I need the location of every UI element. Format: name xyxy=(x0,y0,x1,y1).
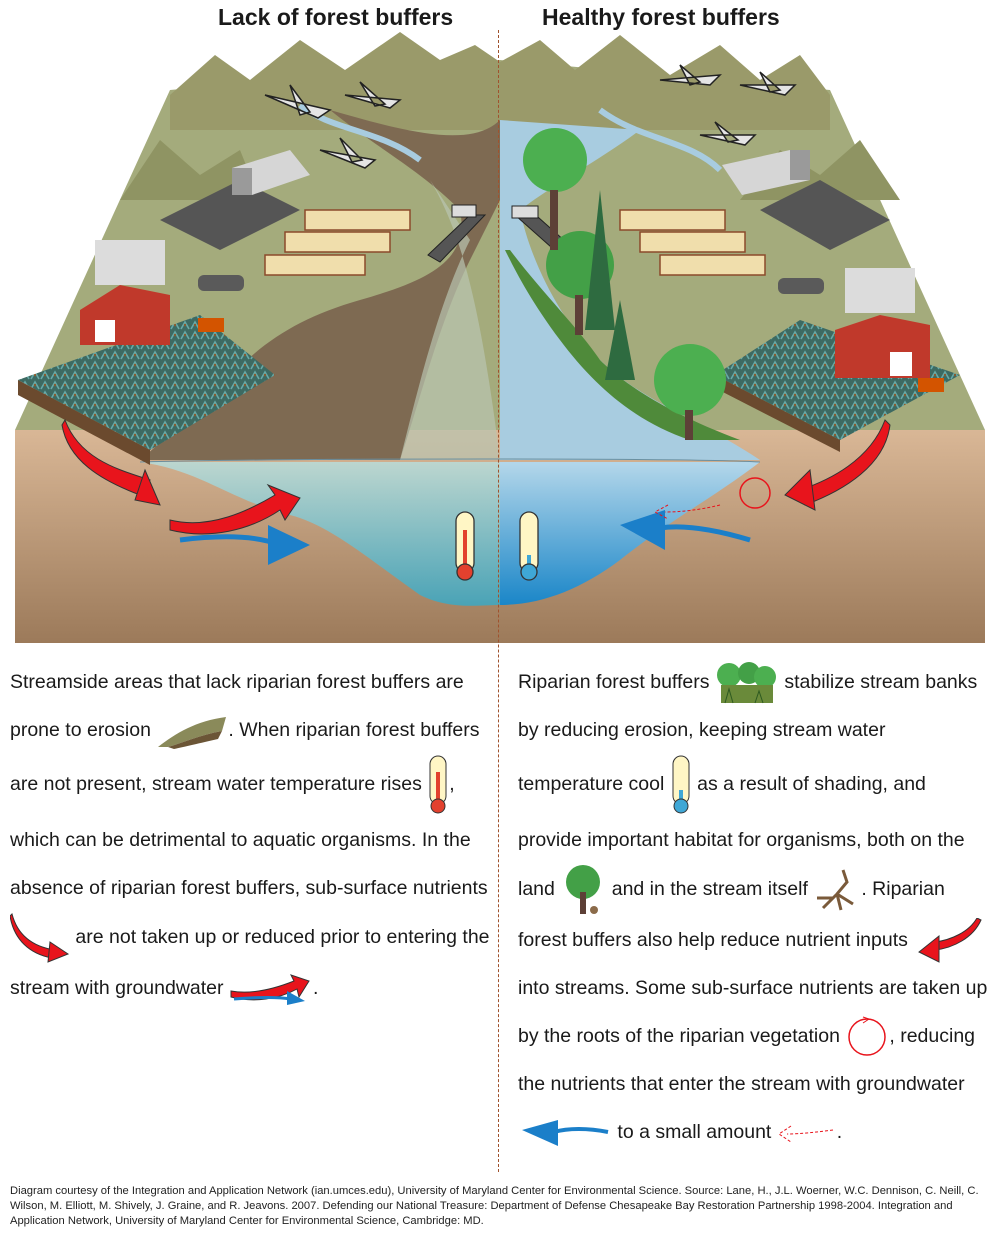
thermometer-cool xyxy=(519,511,539,581)
tank-right xyxy=(778,278,824,294)
nutrient-uptake-icon xyxy=(845,1015,889,1059)
tree-habitat-icon xyxy=(560,864,606,916)
riparian-forest xyxy=(505,128,740,440)
groundwater-arrow-icon xyxy=(229,973,313,1005)
root-habitat-icon xyxy=(813,868,861,912)
left-text-4: are not taken up or reduced prior to ent… xyxy=(10,926,490,999)
nutrient-arrow-right xyxy=(784,419,891,511)
small-nutrient-arrow xyxy=(653,504,721,520)
tractor-left xyxy=(198,318,224,332)
center-divider xyxy=(498,30,499,1172)
tractor-right xyxy=(918,378,944,392)
tank-left xyxy=(198,275,244,291)
right-text-9: . xyxy=(836,1121,843,1143)
nutrient-uptake-cycle xyxy=(739,477,771,509)
heading-healthy-buffers: Healthy forest buffers xyxy=(542,4,780,30)
barn-right xyxy=(835,268,930,378)
left-explanation: Streamside areas that lack riparian fore… xyxy=(10,658,495,1012)
crop-field-right xyxy=(715,320,960,452)
right-explanation: Riparian forest buffers stabilize stream… xyxy=(518,658,990,1156)
right-text-8: to a small amount xyxy=(617,1121,772,1143)
right-text-2: stabilize stream banks by reducing erosi… xyxy=(518,671,978,796)
groundwater-arrow-right xyxy=(620,510,751,550)
erosion-icon xyxy=(156,713,228,749)
mountain-range xyxy=(120,32,900,200)
heading-lack-buffers: Lack of forest buffers xyxy=(218,4,454,30)
nutrient-input-arrow-icon xyxy=(913,917,983,964)
left-text-3: , which can be detrimental to aquatic or… xyxy=(10,773,488,899)
left-text-2: . When riparian forest buffers are not p… xyxy=(10,719,480,796)
right-text-3: as a result of shading, and provide impo… xyxy=(518,773,965,901)
left-text-5: . xyxy=(312,977,319,999)
source-credit: Diagram courtesy of the Integration and … xyxy=(10,1185,979,1227)
right-text-4: and in the stream itself xyxy=(611,878,808,901)
clear-stream xyxy=(500,107,760,460)
barracks-left xyxy=(264,209,411,276)
left-text-1: Streamside areas that lack riparian fore… xyxy=(10,671,464,741)
stream-cross-section xyxy=(139,458,761,606)
nutrient-arrow-icon xyxy=(10,912,70,964)
groundwater-arrow-left xyxy=(179,525,310,565)
barn-left xyxy=(80,240,170,345)
airplanes xyxy=(264,64,797,169)
right-text-6: into streams. Some sub-surface nutrients… xyxy=(518,977,988,1047)
thermometer-cool-icon xyxy=(670,754,692,816)
barracks-right xyxy=(619,209,766,276)
right-text-7: , reducing the nutrients that enter the … xyxy=(518,1025,976,1095)
right-text-1: Riparian forest buffers xyxy=(518,671,710,693)
hangar-left xyxy=(160,150,310,250)
nutrient-arrow-left xyxy=(61,418,301,535)
right-text-5: . Riparian forest buffers also help redu… xyxy=(518,878,945,951)
crop-field-left xyxy=(18,315,275,465)
thermometer-warm-icon xyxy=(427,754,449,816)
hangar-right xyxy=(722,150,890,250)
small-amount-arrow-icon xyxy=(777,1122,837,1144)
groundwater-arrow-icon-blue xyxy=(518,1118,612,1148)
forest-buffer-icon xyxy=(715,661,779,705)
riparian-buffer-diagram xyxy=(15,32,985,643)
thermometer-warm xyxy=(455,511,475,581)
